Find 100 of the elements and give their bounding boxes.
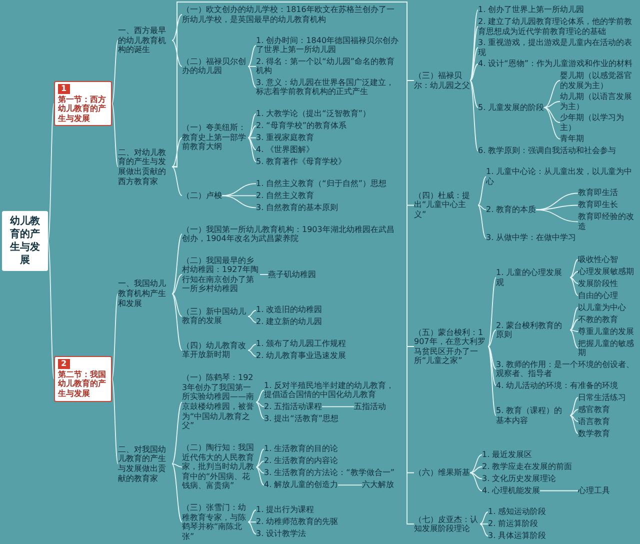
connector-line xyxy=(248,44,256,67)
connector-line xyxy=(570,277,578,284)
topic-text: 2. 生活教育的内容论 xyxy=(264,456,338,466)
connector-line xyxy=(470,472,482,480)
topic-text: 3. 提出“活教育”思想 xyxy=(264,414,338,424)
connector-line xyxy=(570,259,578,278)
connector-line xyxy=(172,137,182,168)
topic-text: 数学教育 xyxy=(578,428,610,438)
topic-text: 2. 教育的本质 xyxy=(486,204,536,214)
number-badge: 2 xyxy=(58,359,70,369)
topic-text: 3. 设计教学法 xyxy=(256,529,306,539)
connector-line xyxy=(248,113,256,138)
topic-text: 教育即生长 xyxy=(578,200,618,210)
connector-line xyxy=(222,183,256,196)
connector-line xyxy=(470,26,478,81)
connector-line xyxy=(570,319,578,330)
topic-text: 3. 教师的作用：是一个环境的创设者、观察者、指导者 xyxy=(496,360,638,379)
topic-text: 燕子矶幼稚园 xyxy=(268,270,316,280)
topic-text: （六）维果斯基 xyxy=(414,468,470,478)
section-box xyxy=(54,356,112,402)
topic-text: 2. 幼稚师范教育的先驱 xyxy=(256,517,338,527)
topic-text: 2. 教学应走在发展的前面 xyxy=(482,462,572,472)
connector-line xyxy=(248,137,256,162)
connector-line xyxy=(470,472,482,492)
connector-line xyxy=(470,80,478,108)
topic-text: 2. 建立了幼儿园教育理论体系，他的学前教育思想成为近代学前教育理论的基础 xyxy=(478,17,638,36)
connector-line xyxy=(172,463,182,468)
connector-line xyxy=(248,66,256,88)
topic-text: 2. 建立新的幼儿园 xyxy=(256,317,322,327)
connector-line xyxy=(172,402,182,464)
topic-text: 2. 得名：第一个以“幼儿园”命名的教育机构 xyxy=(256,56,400,76)
connector-line xyxy=(536,204,578,210)
section-title: 第一节：西方幼儿教育的产生与发展 xyxy=(58,94,107,124)
connector-line xyxy=(470,64,478,81)
connector-line xyxy=(248,137,256,150)
topic-text: 1. 创办了世界上第一所幼儿园 xyxy=(478,5,584,15)
topic-text: 1. 颁布了幼儿园工作规程 xyxy=(256,339,346,349)
topic-text: 心理发展敏感期 xyxy=(578,266,634,276)
topic-text: 3. 文化历史发展理论 xyxy=(482,474,556,484)
connector-line xyxy=(570,415,578,422)
branch-topic: 一、西方最早的幼儿教育机构的诞生 xyxy=(118,26,172,55)
connector-line xyxy=(488,346,496,416)
topic-text: 1. 最近发展区 xyxy=(482,450,532,460)
topic-text: （三）福禄贝尔：幼儿园之父 xyxy=(414,71,470,90)
connector-line xyxy=(256,466,264,486)
connector-line xyxy=(478,204,486,239)
connector-line xyxy=(248,350,256,357)
topic-text: 2. “母育学校”的教育体系 xyxy=(256,120,346,130)
connector-line xyxy=(544,101,560,108)
connector-line xyxy=(222,195,256,208)
topic-text: 5. 教育著作《母育学校》 xyxy=(256,156,346,166)
topic-text: 2. 幼儿教育事业迅速发展 xyxy=(256,351,346,361)
topic-text: 以儿童为中心 xyxy=(578,302,626,312)
connector-line xyxy=(248,66,256,67)
topic-text: （一）陈鹤琴：1923年创办了我国第一所实验幼稚园——南京鼓楼幼稚园，被誉为“中国幼儿教育之父” xyxy=(182,373,256,431)
connector-line xyxy=(256,466,264,474)
topic-text: 4. 设计“恩物”：作为儿童游戏和作业的材料 xyxy=(478,59,632,69)
connector-line xyxy=(570,277,578,296)
connector-line xyxy=(112,103,118,168)
topic-text: 3. 从做中学：在做中学习 xyxy=(486,233,576,243)
connector-line xyxy=(570,330,578,332)
connector-line xyxy=(488,277,496,347)
topic-text: 1. 儿童中心论：从儿童出发，以儿童为中心 xyxy=(486,167,638,186)
topic-text: 日常生活练习 xyxy=(578,392,626,402)
topic-text: 4. 心理机能发展 xyxy=(482,486,540,496)
topic-text: （三）张雪门：幼稚教育专家，与陈鹤琴并称“南陈北张” xyxy=(182,503,248,542)
branch-topic: 二、对我国幼儿教育的产生与发展做出贡献的教育家 xyxy=(118,444,172,484)
topic-text: （二）福禄贝尔创办的幼儿园 xyxy=(182,56,248,76)
connector-line xyxy=(470,454,482,474)
connector-line xyxy=(544,107,560,123)
connector-line xyxy=(536,209,578,222)
topic-text: 感官教育 xyxy=(578,404,610,414)
topic-text: 3. 具体运算阶段 xyxy=(488,531,546,541)
topic-text: 吸收性心智 xyxy=(578,254,618,264)
topic-text: 1. 反对半殖民地半封建的幼儿教育，提倡适合国情的中国化幼儿教育 xyxy=(264,380,400,400)
topic-text: 五指活动 xyxy=(354,402,386,412)
topic-text: （四）杜威：提出“儿童中心主义” xyxy=(414,190,478,220)
connector-line xyxy=(256,402,264,408)
topic-text: 4. 《世界图解》 xyxy=(256,144,314,154)
topic-text: （四）幼儿教育改革开放新时期 xyxy=(182,340,248,360)
topic-text: 婴儿期（以感觉器官的发展为主） xyxy=(560,71,638,90)
topic-text: 4. 幼儿活动的环境：有准备的环境 xyxy=(496,380,618,390)
connector-line xyxy=(488,330,496,347)
connector-line xyxy=(322,406,354,408)
connector-line xyxy=(256,460,264,468)
topic-text: 教育即生活 xyxy=(578,188,618,198)
topic-text: 5. 儿童发展的阶段 xyxy=(478,102,544,112)
topic-text: 发展阶段性 xyxy=(578,278,618,288)
connector-line xyxy=(470,47,478,81)
topic-text: 1. 提出行为课程 xyxy=(256,505,314,515)
connector-line xyxy=(112,378,118,464)
connector-line xyxy=(480,512,488,524)
connector-line xyxy=(248,344,256,351)
connector-line xyxy=(470,466,482,474)
connector-line xyxy=(570,409,578,416)
topic-text: 把握儿童的敏感期 xyxy=(578,338,638,358)
connector-line xyxy=(248,316,256,323)
connector-line xyxy=(112,293,118,380)
topic-text: 2. 前运算阶段 xyxy=(488,519,538,529)
topic-text: 5. 教育（课程）的基本内容 xyxy=(496,406,570,426)
